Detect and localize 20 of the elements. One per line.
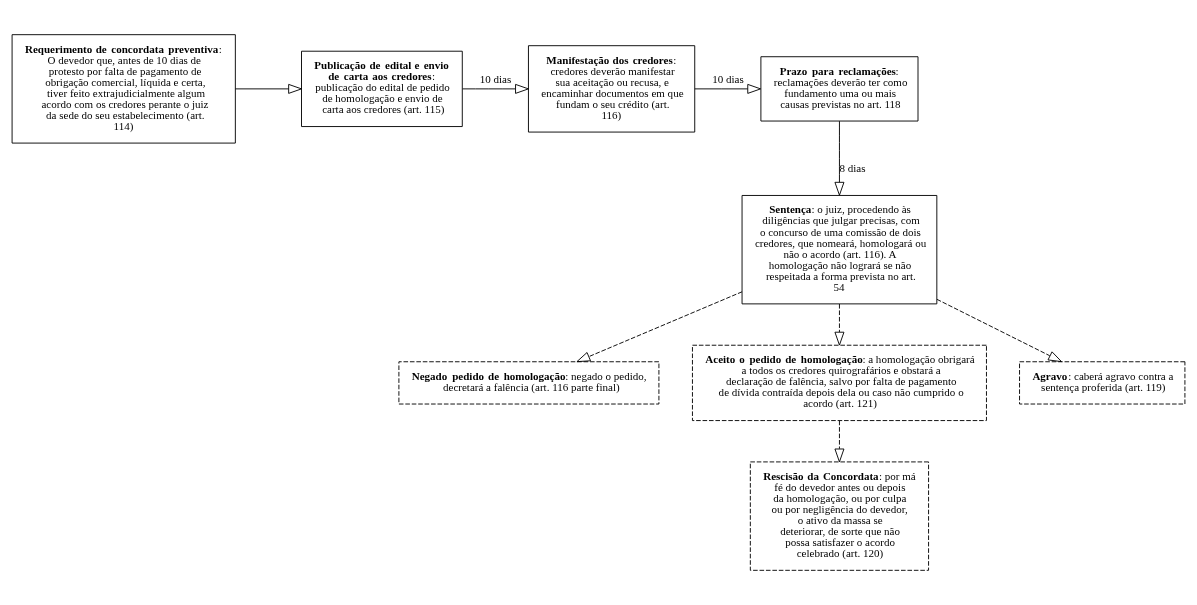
node-box: Aceito o pedido de homologação: a homologação obrigará a todos os credores quirografários e obstará a declaração de falência, salvo por falta de pagamento de dívida contraída depois dela ou caso não cumprido o acordo (art. 121) (692, 344, 987, 421)
node-box: Prazo para reclamações: reclamações deverão ter como fundamento uma ou mais causas previstas no art. 118 (760, 56, 919, 122)
edge-label: 8 dias (839, 162, 866, 175)
node-box: Requerimento de concordata preventiva: O devedor que, antes de 10 dias de protesto por falta de pagamento de obrigação comercial, líquida e certa, tiver feito extrajudicialmente algum acordo com os credores perante o juiz da sede do seu estabelecimento (art. 114) (11, 34, 236, 144)
node-box: Manifestação dos credores: credores deverão manifestar sua aceitação ou recusa, e encaminhar documentos em que fundam o seu crédito (art. 116) (528, 45, 696, 133)
node-box: Rescisão da Concordata: por má fé do devedor antes ou depois da homologação, ou por culpa ou por negligência do devedor, o ativo da massa se deteriorar, de sorte que não possa satisfazer o acordo celebrado (art. 120) (749, 461, 930, 571)
arrow (234, 83, 302, 94)
edge-label: 10 dias (479, 73, 512, 85)
arrow (694, 83, 762, 94)
node-box: Negado pedido de homologação: negado o pedido, decretará a falência (art. 116 parte final) (398, 361, 660, 405)
edge-label: 10 dias (712, 73, 744, 85)
arrow (576, 291, 743, 363)
node-box: Agravo: caberá agravo contra a sentença proferida (art. 119) (1019, 361, 1186, 405)
arrow (462, 83, 529, 94)
node-box: Sentença: o juiz, procedendo às diligências que julgar precisas, com o concurso de uma comissão de dois credores, que nomeará, homologará ou não o acordo (art. 116). A homologação não logrará se não respeitada a forma prevista no art. 54 (741, 195, 938, 305)
arrow (936, 298, 1062, 363)
arrow (834, 120, 845, 196)
arrow (834, 420, 845, 463)
arrow (834, 303, 845, 346)
node-box: Publicação de edital e envio de carta aos credores: publicação do edital de pedido de homologação e envio de carta aos credores (art. 115) (301, 50, 463, 127)
